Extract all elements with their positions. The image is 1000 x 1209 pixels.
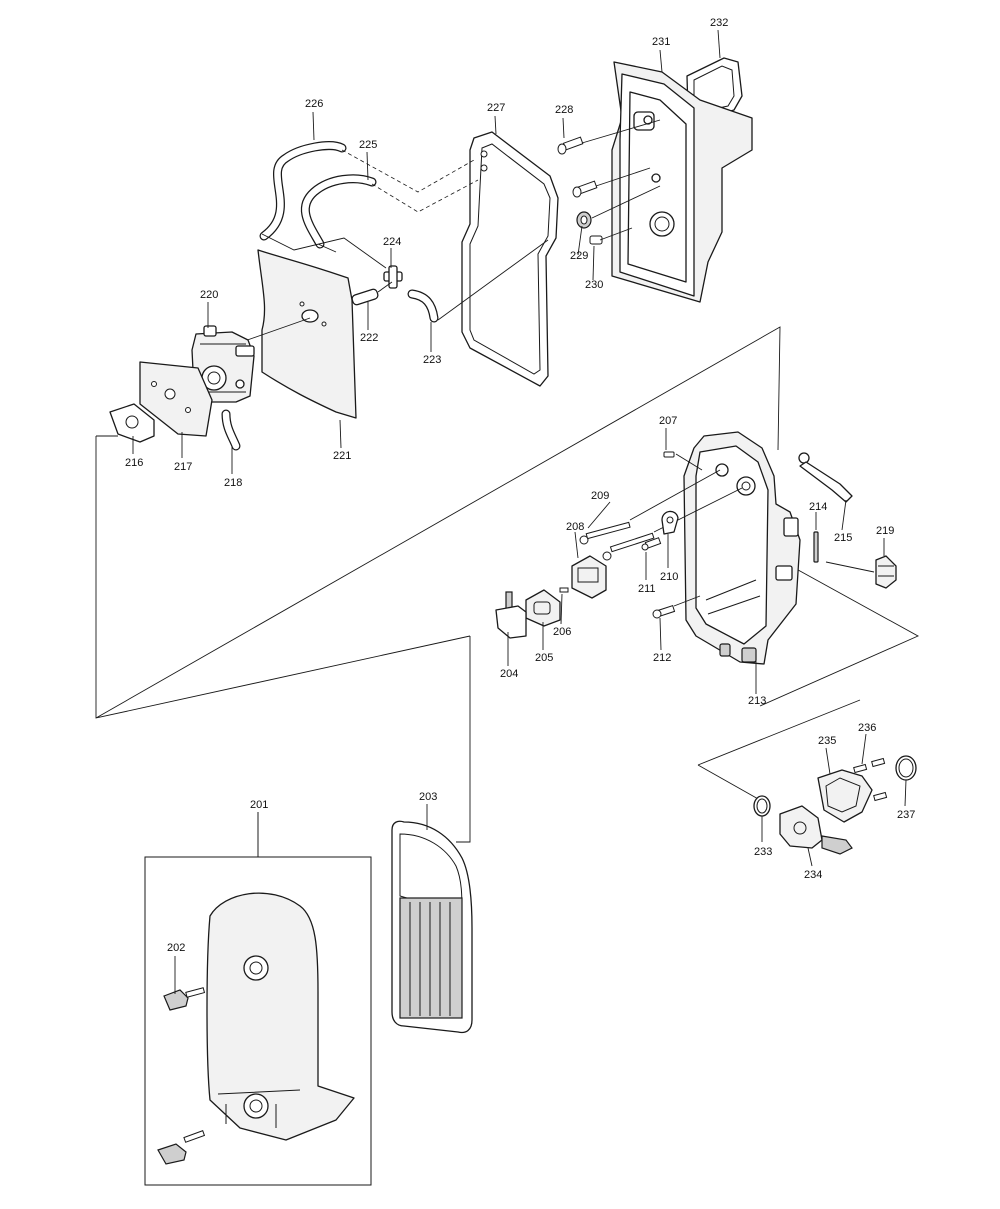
- screw-leaders: [519, 119, 661, 263]
- o-ring-233: [753, 795, 771, 817]
- tube-226: [259, 141, 347, 241]
- plate-235: [817, 769, 873, 823]
- label-221: 221: [333, 450, 351, 462]
- label-213: 213: [748, 695, 766, 707]
- label-212: 212: [653, 652, 671, 664]
- sponge-205: [525, 589, 561, 627]
- label-222: 222: [360, 332, 378, 344]
- air-cleaner-case-213: [683, 431, 801, 665]
- gasket-216: [109, 403, 155, 443]
- assembly-frame-lower: [456, 559, 920, 843]
- screw-212: [652, 605, 676, 619]
- holder-208: [571, 555, 607, 599]
- assembly-frame-plug: [697, 699, 861, 801]
- tube-225: [300, 174, 377, 249]
- knob-202b: [157, 1130, 206, 1165]
- assembly-frame-upper: [95, 326, 781, 719]
- label-227: 227: [487, 102, 505, 114]
- label-215: 215: [834, 532, 852, 544]
- label-214: 214: [809, 501, 827, 513]
- intake-plate-231: [611, 61, 753, 303]
- label-224: 224: [383, 236, 401, 248]
- screw-230: [589, 235, 603, 245]
- label-228: 228: [555, 104, 573, 116]
- label-234: 234: [804, 869, 822, 881]
- screw-211: [641, 537, 662, 551]
- label-233: 233: [754, 846, 772, 858]
- tube-connector-leaders: [261, 233, 387, 269]
- gasket-227: [461, 131, 559, 387]
- screw-212-leader: [673, 595, 701, 607]
- connector-224: [383, 265, 403, 289]
- bracket-210: [661, 510, 679, 535]
- label-201: 201: [250, 799, 268, 811]
- label-205: 205: [535, 652, 553, 664]
- label-216: 216: [125, 457, 143, 469]
- air-cleaner-cover-201: [206, 892, 355, 1141]
- bushing-229: [576, 211, 592, 229]
- primer-leader: [825, 561, 875, 573]
- o-ring-237: [895, 755, 917, 781]
- label-232: 232: [710, 17, 728, 29]
- label-210: 210: [660, 571, 678, 583]
- air-filter-203: [391, 820, 473, 1034]
- label-209: 209: [591, 490, 609, 502]
- bolt-209b: [602, 532, 655, 561]
- pin-214: [813, 531, 819, 563]
- plug-234: [779, 805, 853, 855]
- tube-223: [407, 289, 439, 323]
- label-218: 218: [224, 477, 242, 489]
- label-230: 230: [585, 279, 603, 291]
- label-208: 208: [566, 521, 584, 533]
- label-226: 226: [305, 98, 323, 110]
- label-217: 217: [174, 461, 192, 473]
- pipe-222: [351, 288, 379, 306]
- label-220: 220: [200, 289, 218, 301]
- label-236: 236: [858, 722, 876, 734]
- fuel-tube-218: [221, 409, 241, 451]
- label-206: 206: [553, 626, 571, 638]
- tube-223-leader: [437, 239, 549, 321]
- primer-bulb-219: [875, 555, 897, 589]
- heat-shield-221: [235, 249, 357, 419]
- screw-207: [663, 451, 675, 458]
- label-202: 202: [167, 942, 185, 954]
- label-229: 229: [570, 250, 588, 262]
- label-225: 225: [359, 139, 377, 151]
- label-204: 204: [500, 668, 518, 680]
- pipe-222-leader: [377, 281, 393, 293]
- carburetor-220: [191, 325, 255, 403]
- knob-202a: [163, 987, 206, 1011]
- element-204: [495, 591, 527, 639]
- bolt-209: [579, 521, 631, 545]
- label-235: 235: [818, 735, 836, 747]
- callout-leaders: [132, 29, 907, 994]
- screw-206: [559, 587, 569, 593]
- label-231: 231: [652, 36, 670, 48]
- label-219: 219: [876, 525, 894, 537]
- label-223: 223: [423, 354, 441, 366]
- lever-215: [798, 452, 853, 503]
- insulator-217: [139, 361, 213, 437]
- label-203: 203: [419, 791, 437, 803]
- label-211: 211: [638, 583, 656, 595]
- screw-207-leader: [675, 453, 703, 471]
- label-237: 237: [897, 809, 915, 821]
- screw-228b: [572, 180, 598, 198]
- part-number-labels: 201 202 203 204 205 206 207 208 209 210 …: [125, 17, 915, 954]
- screws-236: [853, 757, 888, 802]
- label-207: 207: [659, 415, 677, 427]
- screw-228: [557, 136, 584, 155]
